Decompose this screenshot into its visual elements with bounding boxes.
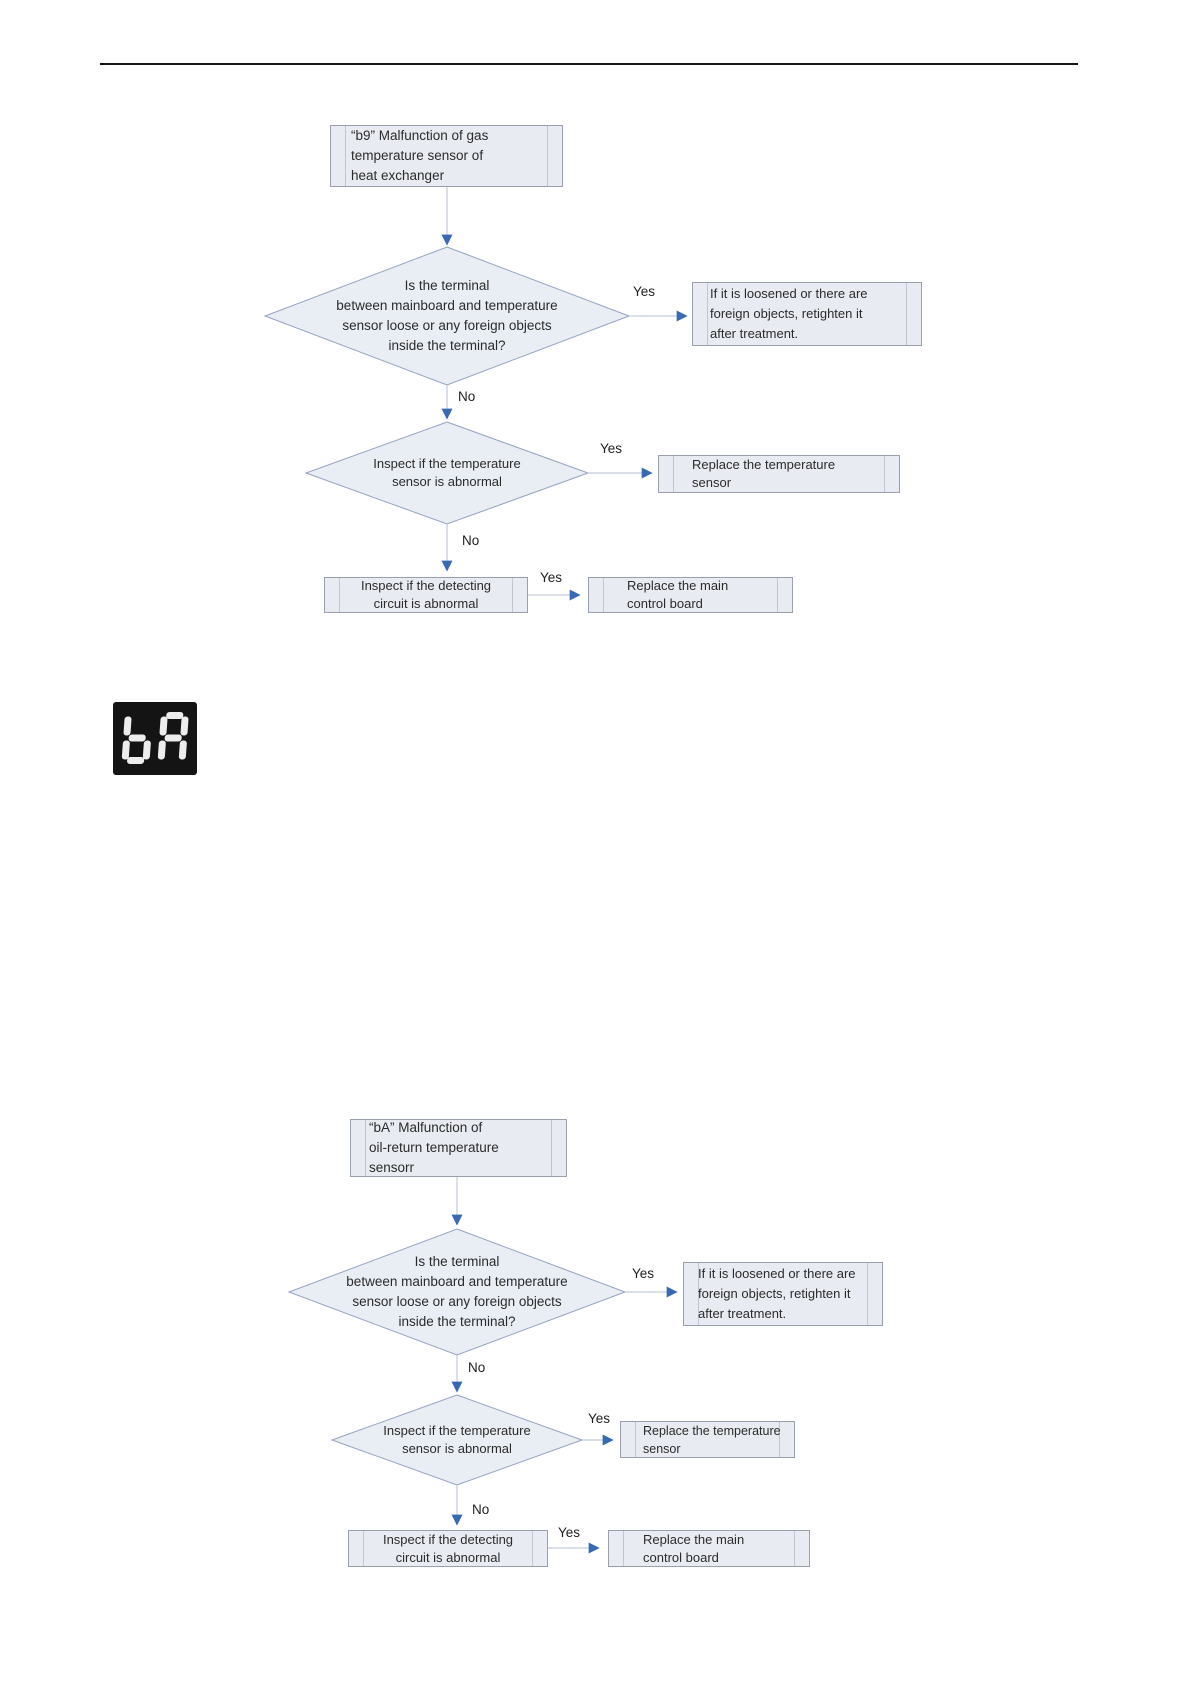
b9-decision-sensor-text: Inspect if the temperature sensor is abn… xyxy=(317,451,577,495)
yes-label: Yes xyxy=(540,570,563,585)
ba-decision-terminal-text: Is the terminal between mainboard and te… xyxy=(292,1248,622,1336)
step-text: Inspect if the detecting circuit is abno… xyxy=(360,578,492,611)
decision-text: Is the terminal between mainboard and te… xyxy=(336,278,558,353)
ba-title-text: “bA” Malfunction of oil-return temperatu… xyxy=(369,1120,499,1175)
b9-decision-terminal-text: Is the terminal between mainboard and te… xyxy=(277,268,617,364)
action-text: Replace the main control board xyxy=(627,578,729,611)
b9-title-box: “b9” Malfunction of gas temperature sens… xyxy=(330,125,563,187)
display-panel xyxy=(113,702,197,775)
page-header-rule xyxy=(100,63,1078,65)
ba-action-retighten-box: If it is loosened or there are foreign o… xyxy=(683,1262,883,1326)
ba-decision-sensor-text: Inspect if the temperature sensor is abn… xyxy=(332,1418,582,1462)
decision-text: Inspect if the temperature sensor is abn… xyxy=(383,1423,531,1456)
digit-A xyxy=(157,712,189,760)
b9-action-replace-board-box: Replace the main control board xyxy=(588,577,793,613)
b9-step-detecting-circuit-box: Inspect if the detecting circuit is abno… xyxy=(324,577,528,613)
action-text: If it is loosened or there are foreign o… xyxy=(710,286,868,341)
ba-action-replace-sensor-box: Replace the temperature sensor xyxy=(620,1421,795,1458)
no-label: No xyxy=(472,1502,490,1517)
action-text: Replace the main control board xyxy=(643,1531,745,1565)
action-text: If it is loosened or there are foreign o… xyxy=(698,1266,856,1321)
yes-label: Yes xyxy=(600,441,623,456)
decision-text: Is the terminal between mainboard and te… xyxy=(346,1254,568,1329)
action-text: Replace the temperature sensor xyxy=(643,1423,781,1456)
yes-label: Yes xyxy=(633,284,656,299)
action-text: Replace the temperature sensor xyxy=(692,457,836,490)
yes-label: Yes xyxy=(632,1266,655,1281)
no-label: No xyxy=(458,389,476,404)
b9-title-text: “b9” Malfunction of gas temperature sens… xyxy=(351,128,489,183)
yes-label: Yes xyxy=(558,1525,581,1540)
b9-action-replace-sensor-box: Replace the temperature sensor xyxy=(658,455,900,493)
digit-b xyxy=(121,716,151,764)
decision-text: Inspect if the temperature sensor is abn… xyxy=(373,456,521,489)
step-text: Inspect if the detecting circuit is abno… xyxy=(382,1531,514,1565)
no-label: No xyxy=(468,1360,486,1375)
yes-label: Yes xyxy=(588,1411,611,1426)
no-label: No xyxy=(462,533,480,548)
b9-action-retighten-box: If it is loosened or there are foreign o… xyxy=(692,282,922,346)
ba-step-detecting-circuit-box: Inspect if the detecting circuit is abno… xyxy=(348,1530,548,1567)
seven-segment-display xyxy=(113,702,197,775)
ba-action-replace-board-box: Replace the main control board xyxy=(608,1530,810,1567)
ba-title-box: “bA” Malfunction of oil-return temperatu… xyxy=(350,1119,567,1177)
